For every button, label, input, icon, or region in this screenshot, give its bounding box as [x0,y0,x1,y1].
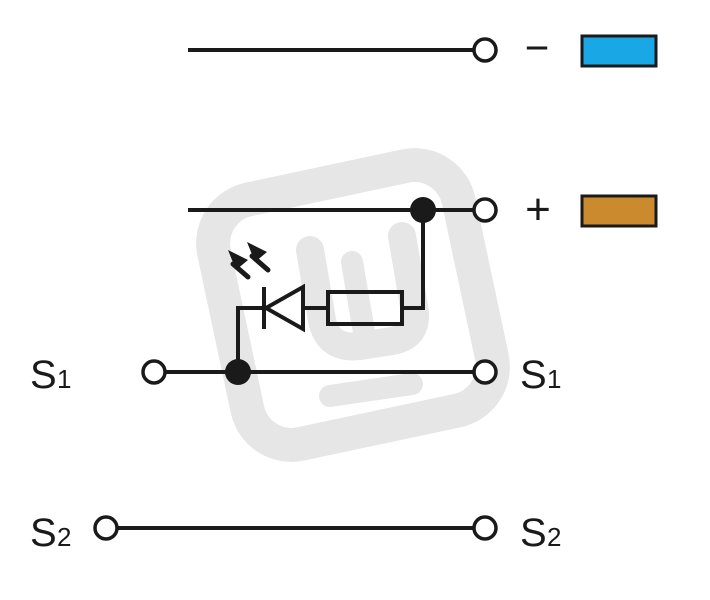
light-arrow-1-head [228,250,248,270]
s1-right-label: S [520,353,547,397]
minus-terminal[interactable] [472,37,498,63]
branch-wire-right [402,210,425,310]
s1-right-subscript: 1 [547,364,561,394]
s1-line: S 1 S 1 [30,353,561,397]
plus-terminal[interactable] [472,197,498,223]
light-arrow-2-head [247,242,267,262]
s2-right-subscript: 2 [547,522,561,552]
diode-triangle [261,283,305,333]
s2-left-label: S [30,511,57,555]
watermark-frame [196,148,510,462]
s2-right-terminal[interactable] [472,515,498,541]
s2-left-subscript: 2 [57,522,71,552]
plus-symbol: + [525,185,551,234]
logo-watermark [196,148,510,462]
s2-line: S 2 S 2 [30,511,561,555]
led-resistor-branch [228,210,425,372]
s1-left-terminal[interactable] [141,359,167,385]
minus-rail: − [188,24,658,71]
s1-junction-dot [225,359,251,385]
plus-color-marker [580,194,658,228]
s2-right-label: S [520,511,547,555]
watermark-underline [319,373,423,407]
watermark-u-shape [296,222,429,361]
led-diode-icon [261,283,305,333]
minus-symbol: − [525,24,550,71]
watermark-center-bar [341,251,375,343]
s1-left-subscript: 1 [57,364,71,394]
light-emission-arrows-icon [228,242,271,280]
s2-left-terminal[interactable] [93,515,119,541]
s1-left-label: S [30,353,57,397]
s1-right-terminal[interactable] [472,359,498,385]
branch-wire-left [236,306,262,372]
minus-color-marker [580,34,658,68]
